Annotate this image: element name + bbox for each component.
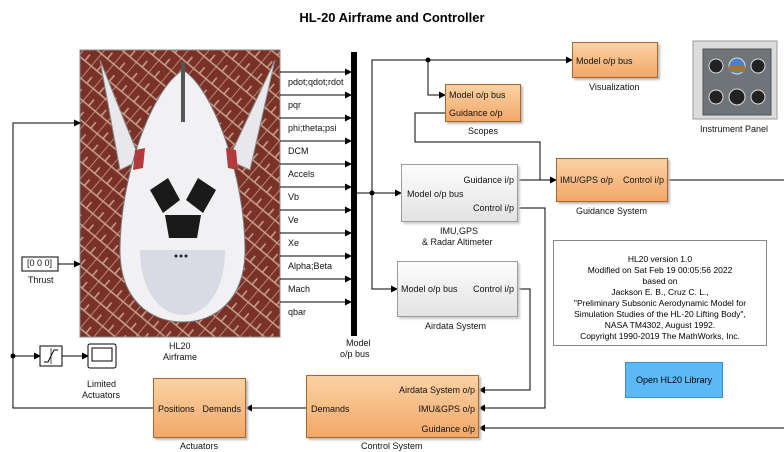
imu-out-control: Control i/p bbox=[472, 203, 514, 213]
output-label: phi;theta;psi bbox=[288, 123, 337, 133]
output-label: pqr bbox=[288, 100, 302, 110]
visualization-block[interactable]: Model o/p bus bbox=[572, 42, 658, 78]
guidance-out-port: Control i/p bbox=[622, 175, 664, 185]
actuators-out-port: Demands bbox=[202, 404, 241, 414]
note-line: HL20 version 1.0 bbox=[627, 254, 693, 264]
thrust-value: [0 0 0] bbox=[27, 258, 53, 268]
model-output-bus[interactable] bbox=[351, 52, 357, 336]
limited-actuators-scope[interactable] bbox=[87, 343, 117, 369]
imu-label-line1: IMU,GPS bbox=[440, 226, 479, 236]
scopes-label: Scopes bbox=[468, 126, 499, 136]
note-line: based on bbox=[642, 276, 678, 286]
bus-label-line2: o/p bus bbox=[340, 349, 370, 359]
control-system-block[interactable]: Airdata System o/p IMU&GPS o/p Guidance … bbox=[306, 375, 479, 438]
instrument-panel-label: Instrument Panel bbox=[700, 124, 769, 134]
note-line: "Preliminary Subsonic Aerodynamic Model … bbox=[573, 298, 747, 308]
scopes-block[interactable]: Model o/p bus Guidance o/p bbox=[445, 84, 521, 122]
imu-in-port: Model o/p bus bbox=[407, 189, 464, 199]
guidance-system-block[interactable]: IMU/GPS o/p Control i/p bbox=[556, 158, 668, 202]
output-label: Mach bbox=[288, 284, 311, 294]
output-label: Xe bbox=[288, 238, 300, 248]
thrust-label: Thrust bbox=[28, 275, 54, 285]
airframe-output-lines bbox=[280, 68, 352, 306]
instrument-panel-block[interactable] bbox=[692, 40, 778, 120]
scopes-port-model: Model o/p bus bbox=[449, 90, 506, 100]
airdata-out-port: Control i/p bbox=[472, 284, 514, 294]
note-line: NASA TM4302, August 1992. bbox=[604, 320, 716, 330]
airframe-image[interactable] bbox=[80, 50, 280, 337]
note-line: Simulation Studies of the HL-20 Lifting … bbox=[574, 309, 746, 319]
output-label: Ve bbox=[288, 215, 299, 225]
diagram-title: HL-20 Airframe and Controller bbox=[299, 10, 485, 25]
output-label: DCM bbox=[288, 146, 309, 156]
control-in-imu: IMU&GPS o/p bbox=[418, 404, 475, 414]
airframe-label-line2: Airframe bbox=[163, 352, 198, 362]
actuators-block[interactable]: Positions Demands bbox=[153, 378, 246, 438]
guidance-label: Guidance System bbox=[576, 206, 648, 216]
imu-label-line2: & Radar Altimeter bbox=[422, 237, 493, 247]
output-label: qbar bbox=[288, 307, 307, 317]
control-out-port: Demands bbox=[311, 404, 350, 414]
guidance-in-port: IMU/GPS o/p bbox=[560, 175, 614, 185]
output-label: Accels bbox=[288, 169, 315, 179]
thrust-constant-block[interactable] bbox=[21, 256, 59, 272]
airdata-in-port: Model o/p bus bbox=[401, 284, 458, 294]
bus-label-line1: Model bbox=[346, 338, 371, 348]
output-label: Alpha;Beta bbox=[288, 261, 333, 271]
airdata-system-block[interactable]: Model o/p bus Control i/p bbox=[397, 261, 518, 317]
note-line: Modified on Sat Feb 19 00:05:56 2022 bbox=[587, 265, 733, 275]
output-label: pdot;qdot;rdot bbox=[288, 77, 344, 87]
limited-actuators-label-line1: Limited bbox=[87, 379, 117, 389]
scopes-port-guidance: Guidance o/p bbox=[449, 108, 503, 118]
limited-actuators-label-line2: Actuators bbox=[82, 390, 121, 400]
airframe-label-line1: HL20 bbox=[169, 341, 191, 351]
visualization-label: Visualization bbox=[589, 82, 640, 92]
actuators-in-port: Positions bbox=[158, 404, 195, 414]
control-in-airdata: Airdata System o/p bbox=[398, 385, 475, 395]
note-line: Jackson E. B., Cruz C. L., bbox=[611, 287, 709, 297]
imu-out-guidance: Guidance i/p bbox=[463, 175, 514, 185]
imu-gps-radar-block[interactable]: Model o/p bus Guidance i/p Control i/p bbox=[401, 164, 518, 222]
control-in-guidance: Guidance o/p bbox=[421, 424, 475, 434]
note-line: Copyright 1990-2019 The MathWorks, Inc. bbox=[580, 331, 740, 341]
airdata-label: Airdata System bbox=[425, 321, 487, 331]
actuators-label: Actuators bbox=[180, 441, 219, 451]
visualization-port: Model o/p bus bbox=[576, 56, 633, 66]
open-hl20-library-button[interactable]: Open HL20 Library bbox=[625, 362, 723, 398]
version-note: HL20 version 1.0 Modified on Sat Feb 19 … bbox=[553, 240, 767, 346]
control-label: Control System bbox=[361, 441, 423, 451]
saturation-block[interactable] bbox=[39, 345, 63, 367]
output-label: Vb bbox=[288, 192, 300, 202]
